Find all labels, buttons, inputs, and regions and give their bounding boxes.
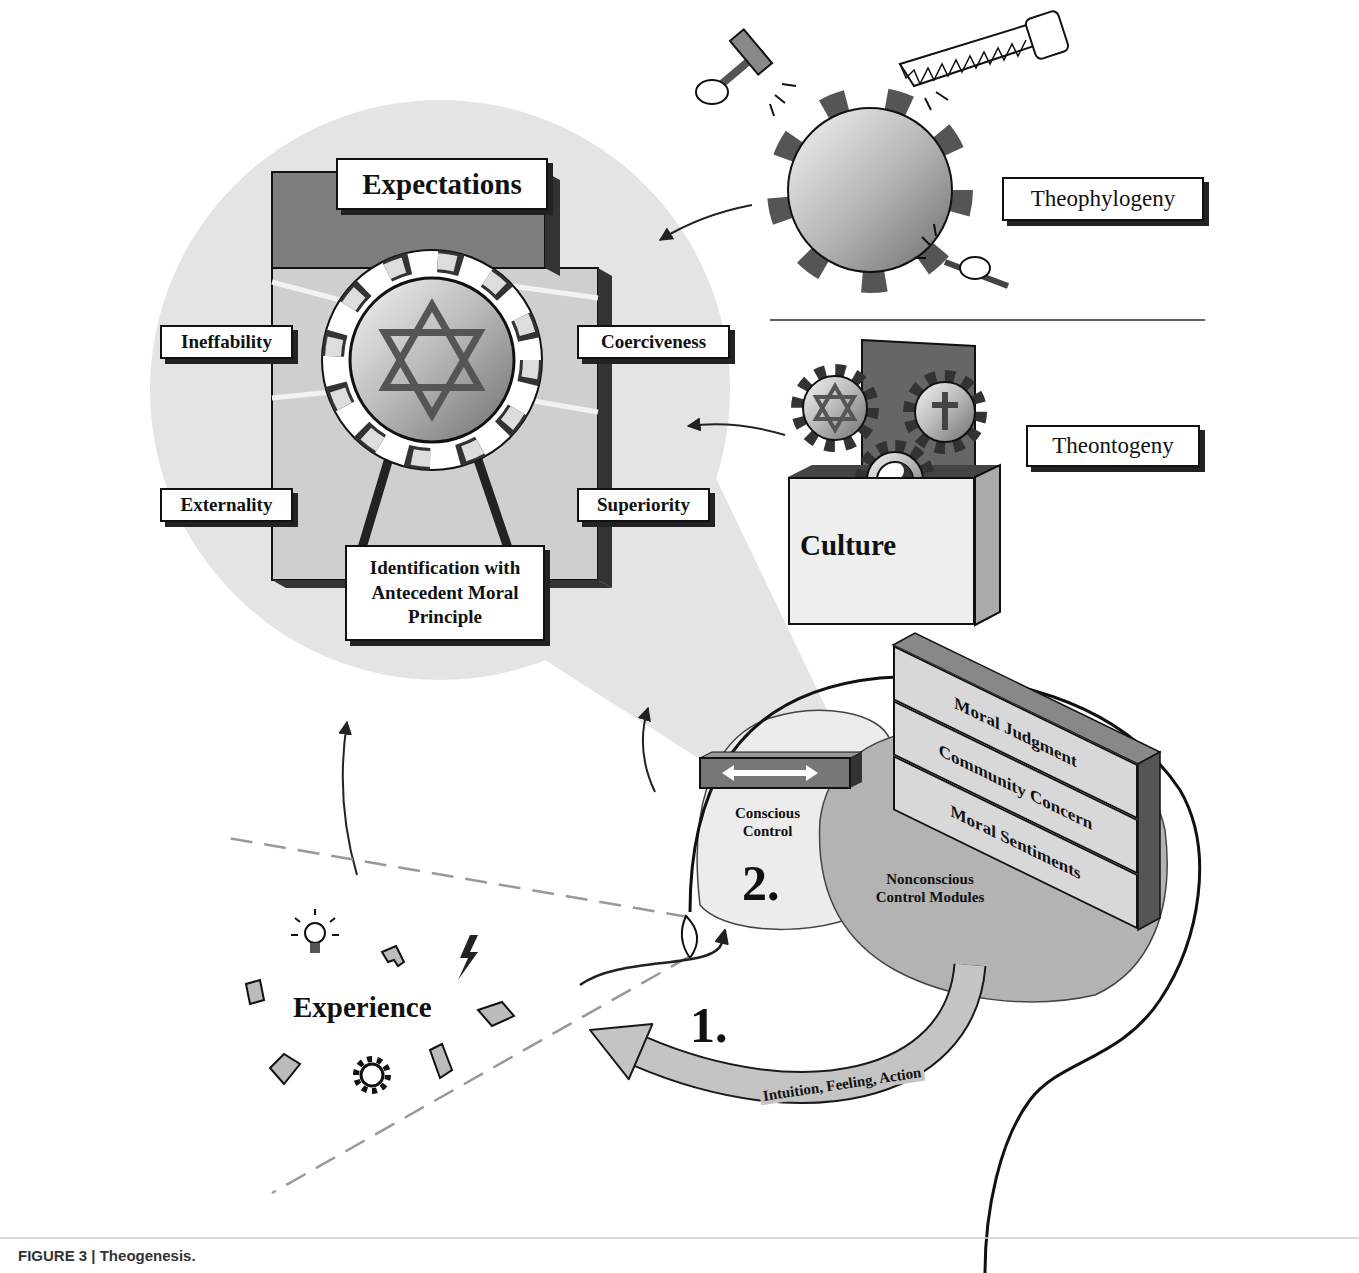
experience-icons xyxy=(291,909,339,935)
node-text: Culture xyxy=(800,529,896,561)
culture-box: Culture xyxy=(788,477,975,625)
node-text: Coerciveness xyxy=(601,331,706,353)
experience-icons xyxy=(430,1044,452,1078)
control-switch xyxy=(700,758,850,788)
culture-box-art xyxy=(803,376,867,440)
node-text: Theontogeny xyxy=(1052,433,1173,459)
connector xyxy=(580,930,728,985)
central-gear xyxy=(384,333,479,416)
flow-arrow xyxy=(343,722,357,875)
central-gear xyxy=(322,250,542,470)
expectation-panel xyxy=(272,172,612,588)
flow-arrow xyxy=(688,424,785,435)
saw-icon xyxy=(900,10,1070,110)
attribute-box: Ineffability xyxy=(160,325,293,359)
control-switch xyxy=(850,752,862,788)
culture-box-art xyxy=(909,376,981,448)
caption-rule xyxy=(0,1237,1359,1239)
experience-field: Experience xyxy=(285,985,590,1045)
node-text: Nonconscious Control Modules xyxy=(876,871,984,905)
node-text: Identification with Antecedent Moral Pri… xyxy=(369,556,521,630)
node-text: Ineffability xyxy=(181,331,272,353)
node-text: Superiority xyxy=(597,494,690,516)
arrow-head xyxy=(716,930,728,944)
culture-box-art xyxy=(932,402,958,408)
flow-arrow xyxy=(643,708,655,792)
central-gear xyxy=(333,261,531,459)
central-gear xyxy=(384,305,479,388)
experience-icons xyxy=(458,935,478,980)
expectation-panel xyxy=(598,268,612,588)
culture-box-art xyxy=(942,392,948,430)
experience-icons xyxy=(246,909,514,1091)
hammer-icon xyxy=(730,29,772,74)
hammer-icon xyxy=(770,84,796,116)
node-text: Experience xyxy=(293,991,432,1023)
culture-box-art xyxy=(816,397,854,430)
attribute-box: Superiority xyxy=(577,488,710,522)
chisel-icon xyxy=(914,224,1008,286)
node-text: Theophylogeny xyxy=(1031,186,1175,212)
central-gear xyxy=(350,278,514,442)
expectations-box: Expectations xyxy=(336,158,548,210)
connector-line xyxy=(580,943,722,985)
culture-box-art xyxy=(797,370,873,446)
hammer-icon xyxy=(696,80,728,104)
attribute-box: Externality xyxy=(160,488,293,522)
vision-cone xyxy=(228,838,688,917)
experience-icons xyxy=(246,980,264,1004)
node-text: Conscious Control xyxy=(735,805,800,839)
node-text: Expectations xyxy=(362,168,522,201)
saw-icon xyxy=(900,40,1026,84)
culture-box-art xyxy=(788,340,1000,625)
principle-box: Identification with Antecedent Moral Pri… xyxy=(345,545,545,641)
control-switch xyxy=(722,765,818,781)
vision-cone xyxy=(272,956,690,1193)
saw-icon xyxy=(925,92,948,110)
figure-caption: FIGURE 3 | Theogenesis. xyxy=(18,1247,196,1264)
culture-box-art xyxy=(975,465,1000,625)
callout-number: 2. xyxy=(742,858,780,908)
phylogeny-gear xyxy=(788,108,952,272)
phylogeny-gear xyxy=(778,98,962,282)
saw-icon xyxy=(900,24,1040,86)
central-gear xyxy=(322,250,542,470)
brain-region: Nonconscious Control Modules xyxy=(855,866,1005,965)
hammer-icon xyxy=(696,29,796,116)
experience-icons xyxy=(382,946,404,966)
magnifier xyxy=(150,100,730,680)
experience-icons xyxy=(305,923,325,943)
callout-number: 1. xyxy=(690,1000,728,1050)
experience-icons xyxy=(361,1064,383,1086)
saw-icon xyxy=(1024,10,1069,60)
expectation-panel xyxy=(272,268,598,580)
culture-box-art xyxy=(816,386,854,419)
divider-line xyxy=(770,319,1205,321)
culture-box-art xyxy=(915,382,975,442)
experience-icons xyxy=(356,1059,388,1091)
phylogeny-gear xyxy=(778,98,962,282)
central-gear xyxy=(333,261,531,459)
node-text: Externality xyxy=(181,494,273,516)
experience-icons xyxy=(478,1002,514,1026)
attribute-box: Coerciveness xyxy=(577,325,730,359)
process-label: Theophylogeny xyxy=(1002,177,1204,221)
chisel-icon xyxy=(960,257,990,279)
flow-arrow xyxy=(660,205,752,240)
experience-icons xyxy=(270,1054,300,1084)
process-label: Theontogeny xyxy=(1026,425,1200,467)
control-switch xyxy=(700,752,862,788)
arrow-head xyxy=(590,1024,652,1079)
chisel-icon xyxy=(914,224,936,258)
stack-sides xyxy=(1138,752,1160,930)
vision-cone xyxy=(682,916,697,958)
vision-cone xyxy=(228,838,697,1193)
experience-icons xyxy=(310,943,320,953)
magnifier xyxy=(150,100,850,758)
